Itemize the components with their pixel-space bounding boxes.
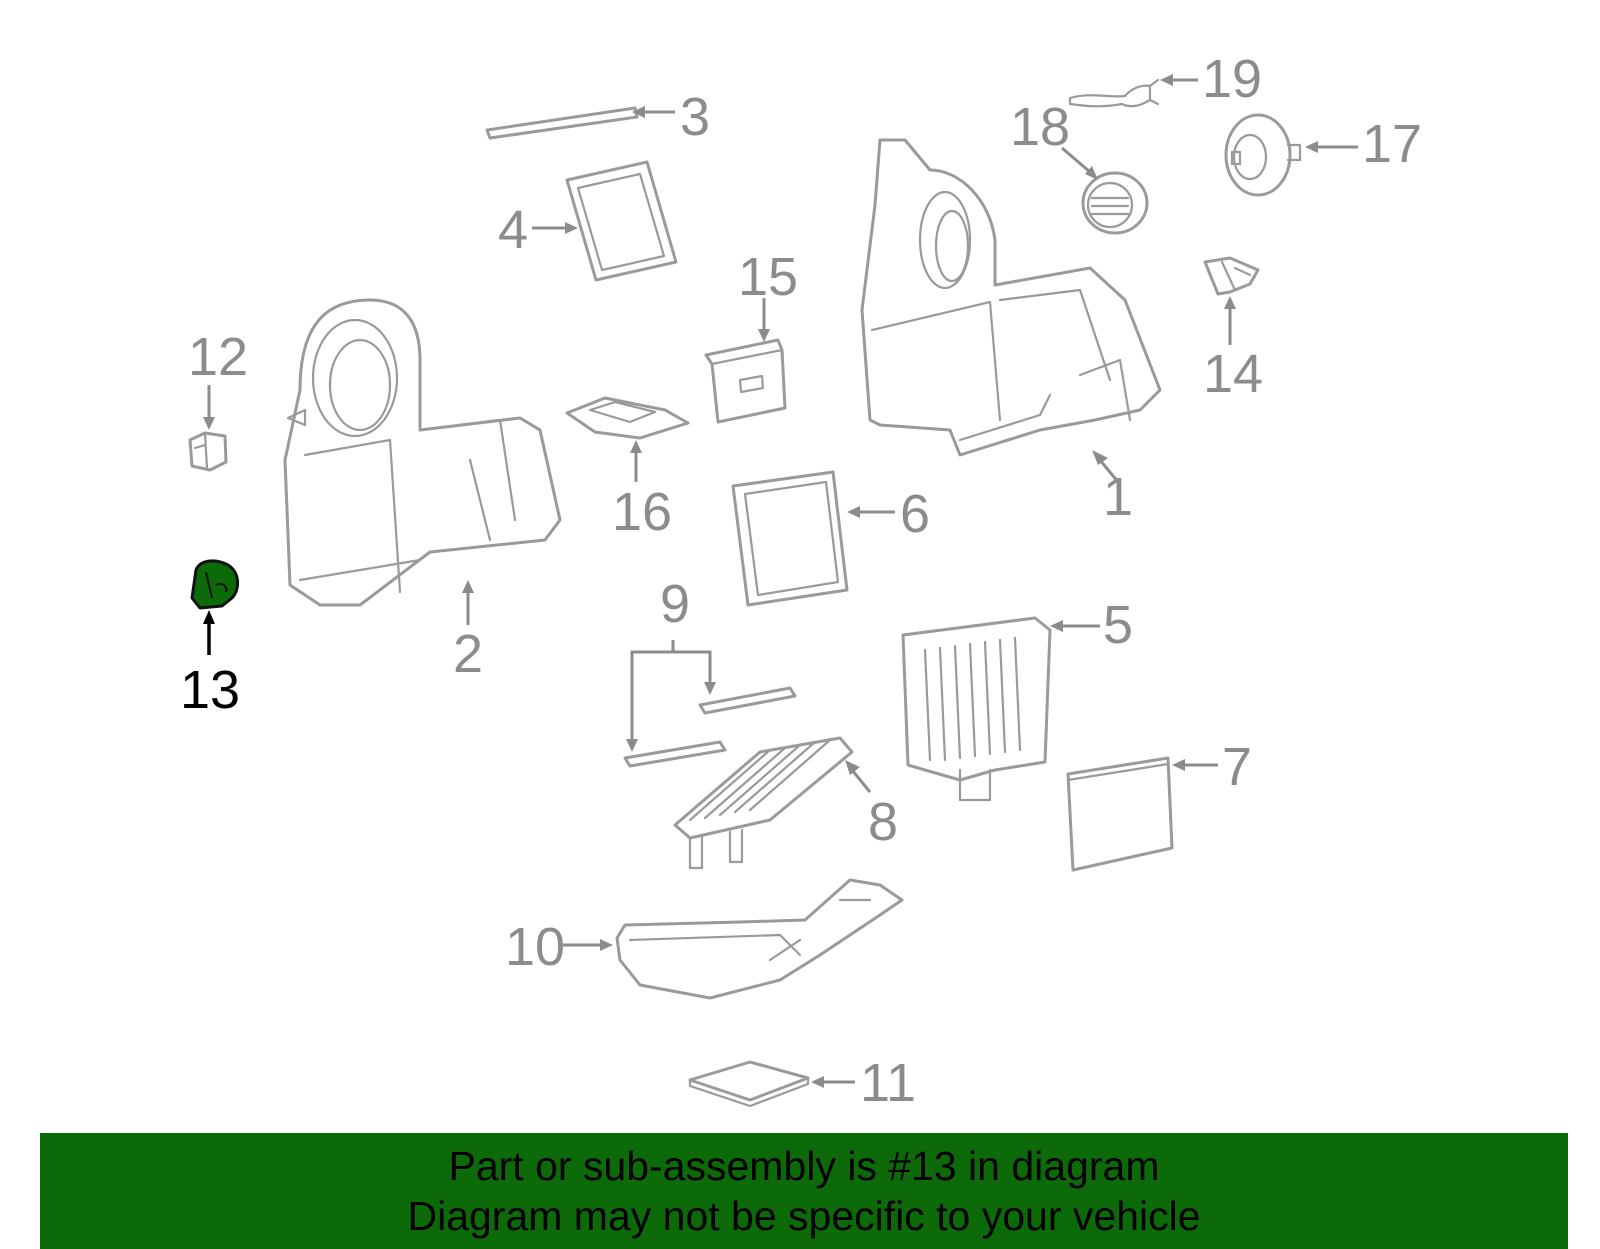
part-8-heater-core[interactable] — [673, 736, 854, 870]
part-10-lower-case[interactable] — [615, 878, 904, 1000]
part-19-harness[interactable] — [1068, 78, 1160, 108]
callout-13: 13 — [180, 660, 240, 720]
callout-19: 19 — [1202, 49, 1262, 109]
part-12-clip[interactable] — [188, 431, 228, 472]
part-13-highlighted[interactable] — [190, 559, 239, 610]
part-5-evaporator[interactable] — [901, 616, 1052, 802]
part-11-cabin-filter[interactable] — [688, 1060, 810, 1108]
part-17-blower-motor[interactable] — [1224, 113, 1302, 197]
part-14-small-housing[interactable] — [1203, 256, 1260, 296]
part-7-panel[interactable] — [1066, 756, 1174, 872]
callout-1: 1 — [1103, 467, 1133, 527]
part-15-door[interactable] — [704, 338, 787, 424]
callout-8: 8 — [868, 792, 898, 852]
part-1-case-assembly[interactable] — [860, 138, 1162, 457]
callout-15: 15 — [738, 247, 798, 307]
callout-10: 10 — [505, 917, 565, 977]
part-4-filter[interactable] — [565, 160, 678, 282]
callout-16: 16 — [612, 482, 672, 542]
callout-17: 17 — [1362, 114, 1422, 174]
part-16-tray[interactable] — [565, 396, 690, 440]
callout-7: 7 — [1222, 737, 1252, 797]
callout-6: 6 — [900, 484, 930, 544]
callout-3: 3 — [680, 87, 710, 147]
callout-12: 12 — [188, 327, 248, 387]
part-6-filter[interactable] — [731, 470, 849, 607]
callout-2: 2 — [453, 624, 483, 684]
banner-line-1: Part or sub-assembly is #13 in diagram — [448, 1143, 1160, 1189]
part-9-seals[interactable] — [623, 686, 797, 768]
callout-11: 11 — [860, 1053, 916, 1113]
callout-5: 5 — [1103, 595, 1133, 655]
part-3-strip[interactable] — [485, 106, 639, 140]
banner-text: Part or sub-assembly is #13 in diagram D… — [40, 1133, 1568, 1249]
part-2-blower-housing[interactable] — [283, 298, 562, 607]
banner-line-2: Diagram may not be specific to your vehi… — [407, 1193, 1201, 1239]
callout-18: 18 — [1010, 97, 1070, 157]
callout-14: 14 — [1203, 344, 1263, 404]
info-banner: Part or sub-assembly is #13 in diagram D… — [40, 1133, 1568, 1249]
callout-9: 9 — [660, 574, 690, 634]
callout-4: 4 — [498, 200, 528, 260]
part-18-blower-wheel[interactable] — [1081, 171, 1149, 235]
